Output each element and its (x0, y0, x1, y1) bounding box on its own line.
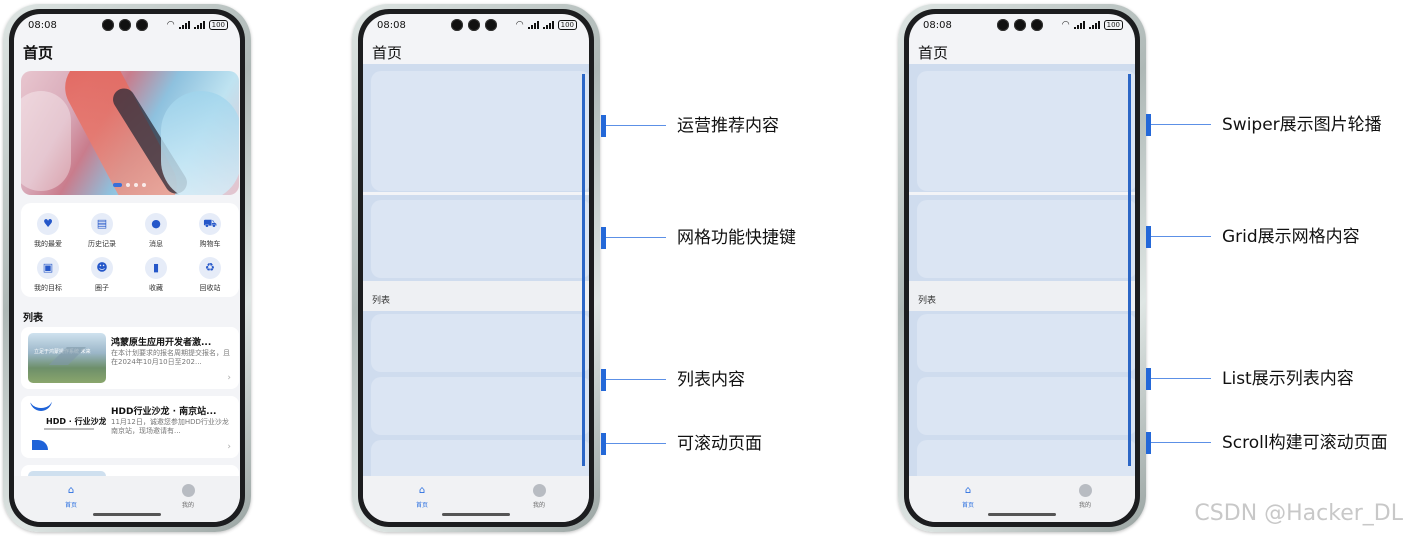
wifi-icon: ◠ (1061, 20, 1070, 30)
tab-home[interactable]: ⌂ 首页 (415, 485, 428, 509)
history-icon: ▤ (91, 213, 113, 235)
tab-me[interactable]: 我的 (519, 484, 559, 509)
chevron-right-icon: › (227, 373, 231, 383)
shortcut-grid: ♥ 我的最爱 ▤ 历史记录 ● 消息 ⛟ 购物车 ▣ 我的目标 ☻ 圈子 (21, 203, 239, 297)
camera-cutout (451, 19, 497, 31)
battery-icon: 100 (557, 20, 577, 30)
grid-item-circle[interactable]: ☻ 圈子 (75, 257, 129, 293)
grid-item-bookmarks[interactable]: ▮ 收藏 (129, 257, 183, 293)
wireframe-list-header (909, 281, 1135, 311)
status-bar: 08:08 ◠ 100 (363, 14, 589, 38)
grid-item-favorites[interactable]: ♥ 我的最爱 (21, 213, 75, 249)
card-description: 在本计划要求的报名周期提交报名，且在2024年10月10日至202... (111, 349, 230, 366)
wireframe-list-item (917, 314, 1135, 372)
recycle-icon: ♻ (199, 257, 221, 279)
cart-icon: ⛟ (199, 213, 221, 235)
status-icons: ◠ 100 (516, 20, 577, 30)
phone-screen: 08:08 ◠ 100 首页 列表 ⌂ 首页 (363, 14, 589, 522)
list-section-title: 列表 (372, 296, 391, 306)
home-icon: ⌂ (67, 485, 75, 496)
avatar-icon (181, 484, 195, 497)
grid-item-cart[interactable]: ⛟ 购物车 (183, 213, 237, 249)
tab-me[interactable]: 我的 (1065, 484, 1105, 509)
target-icon: ▣ (37, 257, 59, 279)
wireframe-swiper-block (917, 71, 1135, 191)
home-indicator (93, 513, 161, 516)
battery-icon: 100 (208, 20, 228, 30)
swiper-banner[interactable] (21, 71, 239, 195)
grid-item-goals[interactable]: ▣ 我的目标 (21, 257, 75, 293)
grid-item-history[interactable]: ▤ 历史记录 (75, 213, 129, 249)
phone-mockup-home: 08:08 ◠ 100 首页 ♥ 我的最爱 ▤ 历史记录 (3, 4, 251, 532)
phone-screen: 08:08 ◠ 100 首页 列表 ⌂ 首页 (909, 14, 1135, 522)
card-thumbnail: HDD · 行业沙龙 (28, 402, 106, 452)
tab-bar: ⌂ 首页 我的 (909, 476, 1135, 522)
card-thumbnail: 立足于鸿蒙操作系统 未来 (28, 333, 106, 383)
status-bar: 08:08 ◠ 100 (14, 14, 240, 38)
watermark: CSDN @Hacker_DL (1194, 501, 1403, 526)
signal-icon (178, 21, 190, 29)
wireframe-grid-block (917, 200, 1135, 278)
tab-me[interactable]: 我的 (168, 484, 208, 509)
heart-icon: ♥ (37, 213, 59, 235)
page-title: 首页 (23, 44, 54, 62)
home-icon: ⌂ (964, 485, 972, 496)
wireframe-list-header (363, 281, 589, 311)
wifi-icon: ◠ (515, 20, 524, 30)
bookmark-icon: ▮ (145, 257, 167, 279)
signal-icon (542, 21, 554, 29)
status-time: 08:08 (923, 20, 952, 31)
phone-wireframe-components: 08:08 ◠ 100 首页 列表 ⌂ 首页 (898, 4, 1146, 532)
status-icons: ◠ 100 (1062, 20, 1123, 30)
wireframe-list-item (371, 377, 589, 435)
card-title: HDD行业沙龙 · 南京站... (111, 407, 217, 417)
list-section-title: 列表 (23, 313, 43, 324)
wifi-icon: ◠ (166, 20, 175, 30)
page-title: 首页 (918, 44, 949, 62)
scrollbar[interactable] (1128, 74, 1131, 466)
camera-cutout (102, 19, 148, 31)
home-icon: ⌂ (418, 485, 426, 496)
chevron-right-icon: › (227, 442, 231, 452)
grid-item-recycle[interactable]: ♻ 回收站 (183, 257, 237, 293)
signal-icon (527, 21, 539, 29)
status-time: 08:08 (377, 20, 406, 31)
signal-icon (193, 21, 205, 29)
message-icon: ● (145, 213, 167, 235)
signal-icon (1088, 21, 1100, 29)
list-item[interactable]: HDD · 行业沙龙 HDD行业沙龙 · 南京站... 11月12日，诚邀您参加… (21, 396, 239, 458)
swiper-indicator[interactable] (113, 183, 146, 187)
battery-icon: 100 (1103, 20, 1123, 30)
circle-icon: ☻ (91, 257, 113, 279)
home-indicator (988, 513, 1056, 516)
status-time: 08:08 (28, 20, 57, 31)
signal-icon (1073, 21, 1085, 29)
card-title: 鸿蒙原生应用开发者激... (111, 338, 212, 348)
tab-bar: ⌂ 首页 我的 (363, 476, 589, 522)
avatar-icon (1078, 484, 1092, 497)
scrollbar[interactable] (582, 74, 585, 466)
wireframe-swiper-block (371, 71, 589, 191)
card-description: 11月12日，诚邀您参加HDD行业沙龙南京站，现场邀请有... (111, 418, 229, 435)
camera-cutout (997, 19, 1043, 31)
status-icons: ◠ 100 (167, 20, 228, 30)
page-title: 首页 (372, 44, 403, 62)
grid-item-messages[interactable]: ● 消息 (129, 213, 183, 249)
wireframe-list-item (371, 314, 589, 372)
home-indicator (442, 513, 510, 516)
wireframe-list-item (917, 377, 1135, 435)
tab-home[interactable]: ⌂ 首页 (64, 485, 77, 509)
phone-wireframe-chinese: 08:08 ◠ 100 首页 列表 ⌂ 首页 (352, 4, 600, 532)
list-item[interactable]: 立足于鸿蒙操作系统 未来 鸿蒙原生应用开发者激... 在本计划要求的报名周期提交… (21, 327, 239, 389)
wireframe-grid-block (371, 200, 589, 278)
avatar-icon (532, 484, 546, 497)
tab-home[interactable]: ⌂ 首页 (961, 485, 974, 509)
status-bar: 08:08 ◠ 100 (909, 14, 1135, 38)
phone-screen: 08:08 ◠ 100 首页 ♥ 我的最爱 ▤ 历史记录 (14, 14, 240, 522)
list-section-title: 列表 (918, 296, 937, 306)
tab-bar: ⌂ 首页 我的 (14, 476, 240, 522)
